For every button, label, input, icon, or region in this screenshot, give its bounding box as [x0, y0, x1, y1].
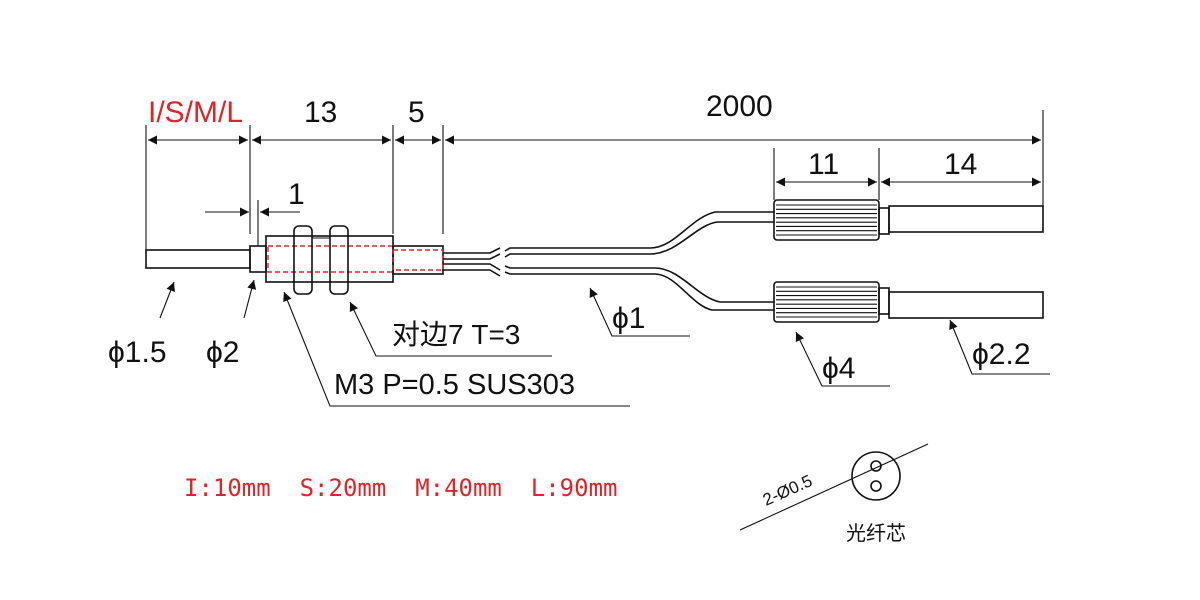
connector-1 — [773, 199, 880, 241]
tip-diameter-label: ϕ1.5 — [108, 336, 167, 369]
cable — [443, 211, 774, 311]
extension-lines — [145, 110, 1044, 250]
cable-length-label: 2000 — [706, 90, 773, 123]
nut-spec-label: 对边7 T=3 — [392, 319, 520, 350]
leader-lines — [159, 279, 1050, 407]
probe-body — [145, 225, 444, 295]
core-cross-section — [739, 443, 929, 531]
variants-note: I:10mm S:20mm M:40mm L:90mm — [184, 474, 617, 502]
dimension-lines — [148, 135, 1041, 217]
connector-2 — [773, 281, 880, 323]
cable-diameter-label: ϕ1 — [612, 302, 646, 335]
sleeve-length-label: 5 — [408, 96, 425, 129]
head-diameter-label: ϕ2 — [206, 336, 240, 369]
connector-diameter-label: ϕ4 — [822, 352, 856, 385]
thread-spec-label: M3 P=0.5 SUS303 — [334, 369, 575, 401]
fiber-tips — [878, 205, 1044, 319]
variant-length-label: I/S/M/L — [148, 96, 243, 129]
collar-length-label: 1 — [288, 178, 305, 211]
core-label: 2-Ø0.5 — [760, 471, 815, 510]
core-caption: 光纤芯 — [846, 521, 906, 545]
fiber-tip-length-label: 14 — [944, 148, 977, 181]
fiber-diameter-label: ϕ2.2 — [972, 338, 1031, 371]
thread-length-label: 13 — [304, 96, 337, 129]
connector-length-label: 11 — [808, 148, 839, 181]
connectors — [773, 199, 880, 323]
